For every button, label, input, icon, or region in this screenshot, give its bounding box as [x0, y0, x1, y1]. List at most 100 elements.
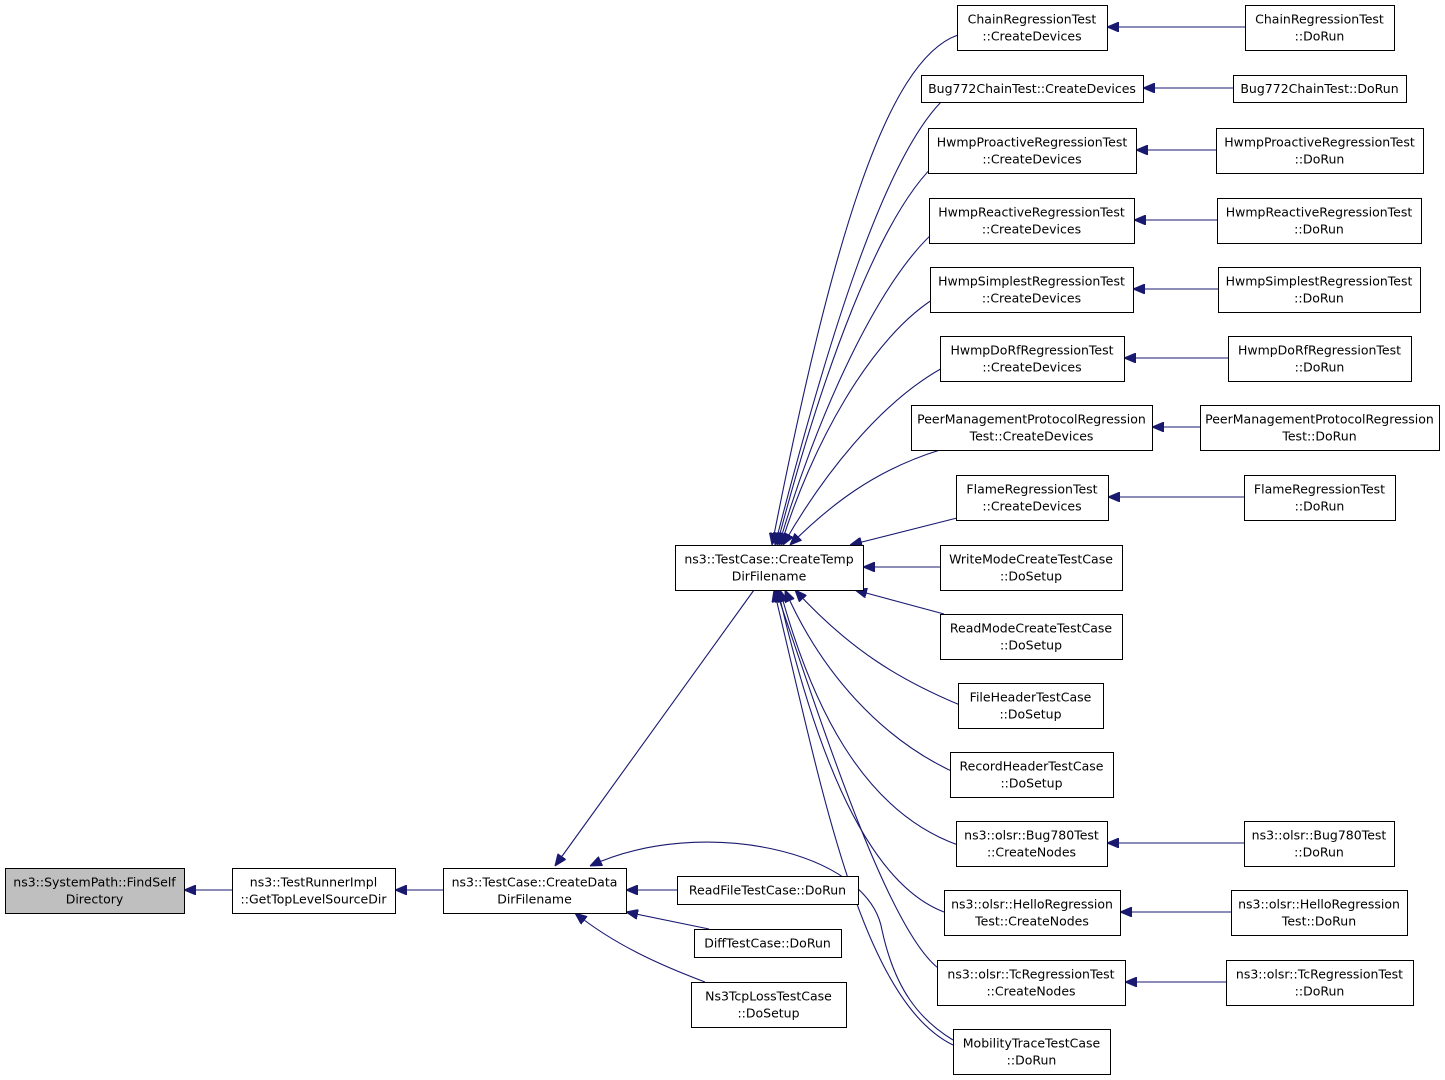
node-fileheader[interactable]: FileHeaderTestCase::DoSetup — [958, 683, 1104, 729]
node-label-line: ns3::olsr::TcRegressionTest — [947, 967, 1114, 982]
node-label-line: ReadFileTestCase::DoRun — [689, 883, 846, 898]
edge-arrow — [776, 590, 939, 969]
node-box — [677, 876, 859, 905]
node-hwmpreact_cd[interactable]: HwmpReactiveRegressionTest::CreateDevice… — [929, 198, 1135, 244]
node-peer_run[interactable]: PeerManagementProtocolRegressionTest::Do… — [1200, 405, 1440, 451]
node-hwmpdorf_run[interactable]: HwmpDoRfRegressionTest::DoRun — [1228, 336, 1412, 382]
node-box — [944, 890, 1121, 936]
node-hwmpdorf_cd[interactable]: HwmpDoRfRegressionTest::CreateDevices — [940, 336, 1125, 382]
node-mobility[interactable]: MobilityTraceTestCase::DoRun — [953, 1029, 1111, 1075]
node-box — [1226, 960, 1414, 1006]
node-box — [928, 128, 1137, 174]
node-peer_cd[interactable]: PeerManagementProtocolRegressionTest::Cr… — [911, 405, 1153, 451]
node-label-line: ns3::TestRunnerImpl — [250, 875, 377, 890]
node-label-line: Bug772ChainTest::CreateDevices — [928, 81, 1136, 96]
node-tc_cn[interactable]: ns3::olsr::TcRegressionTest::CreateNodes — [937, 960, 1126, 1006]
edge-hwmpdorf_cd-to-createtemp — [783, 364, 949, 545]
node-box — [443, 868, 627, 914]
node-tc_run[interactable]: ns3::olsr::TcRegressionTest::DoRun — [1226, 960, 1414, 1006]
node-gettoplevel[interactable]: ns3::TestRunnerImpl::GetTopLevelSourceDi… — [232, 868, 396, 914]
node-label-line: FileHeaderTestCase — [970, 690, 1092, 705]
node-label-line: ::DoRun — [1294, 845, 1344, 860]
node-box — [1233, 75, 1407, 103]
edge-arrow — [781, 294, 941, 545]
node-hello_cn[interactable]: ns3::olsr::HelloRegressionTest::CreateNo… — [944, 890, 1121, 936]
edge-arrow — [785, 590, 961, 776]
edge-arrow — [795, 590, 961, 706]
node-hwmppro_run[interactable]: HwmpProactiveRegressionTest::DoRun — [1216, 128, 1424, 174]
node-hwmpsimp_cd[interactable]: HwmpSimplestRegressionTest::CreateDevice… — [930, 267, 1134, 313]
node-box — [691, 982, 847, 1028]
edge-diff-to-createdata — [626, 912, 710, 930]
node-box — [694, 929, 842, 958]
node-label-line: PeerManagementProtocolRegression — [917, 412, 1146, 427]
edge-bug780_cn-to-createtemp — [780, 590, 959, 846]
node-label-line: PeerManagementProtocolRegression — [1205, 412, 1434, 427]
node-bug780_run[interactable]: ns3::olsr::Bug780Test::DoRun — [1244, 821, 1395, 867]
edge-arrow — [777, 159, 941, 545]
node-box — [911, 405, 1153, 451]
node-label-line: ::CreateDevices — [982, 360, 1081, 375]
node-label-line: HwmpSimplestRegressionTest — [938, 274, 1125, 289]
node-label-line: ns3::olsr::HelloRegression — [1238, 897, 1400, 912]
edge-layer — [184, 27, 1245, 1046]
node-label-line: ::DoRun — [1295, 152, 1345, 167]
node-ns3tcp[interactable]: Ns3TcpLossTestCase::DoSetup — [691, 982, 847, 1028]
edge-mobility-to-createtemp — [774, 590, 954, 1046]
node-box — [5, 868, 185, 914]
node-label-line: HwmpProactiveRegressionTest — [1224, 135, 1415, 150]
node-writemode[interactable]: WriteModeCreateTestCase::DoSetup — [940, 545, 1123, 591]
node-bug772_run[interactable]: Bug772ChainTest::DoRun — [1233, 75, 1407, 103]
node-bug772_cd[interactable]: Bug772ChainTest::CreateDevices — [921, 75, 1144, 103]
node-chain_run[interactable]: ChainRegressionTest::DoRun — [1245, 5, 1395, 51]
edge-mobility-to-createdata — [590, 841, 954, 1041]
node-label-line: ::DoRun — [1295, 29, 1345, 44]
node-label-line: ::CreateDevices — [982, 291, 1081, 306]
node-label-line: HwmpDoRfRegressionTest — [1238, 343, 1401, 358]
node-chain_cd[interactable]: ChainRegressionTest::CreateDevices — [957, 5, 1108, 51]
node-box — [921, 75, 1144, 103]
node-hwmppro_cd[interactable]: HwmpProactiveRegressionTest::CreateDevic… — [928, 128, 1137, 174]
node-box — [940, 336, 1125, 382]
node-hwmpsimp_run[interactable]: HwmpSimplestRegressionTest::DoRun — [1218, 267, 1421, 313]
edge-tc_cn-to-createtemp — [776, 590, 939, 969]
node-box — [958, 683, 1104, 729]
node-box — [930, 267, 1134, 313]
node-box — [1216, 128, 1424, 174]
node-flame_cd[interactable]: FlameRegressionTest::CreateDevices — [956, 475, 1109, 521]
edge-fileheader-to-createtemp — [795, 590, 961, 706]
edge-arrow — [855, 590, 945, 615]
node-readfile[interactable]: ReadFileTestCase::DoRun — [677, 876, 859, 905]
node-bug780_cn[interactable]: ns3::olsr::Bug780Test::CreateNodes — [956, 821, 1108, 867]
node-label-line: FlameRegressionTest — [1254, 482, 1385, 497]
node-box — [940, 614, 1123, 660]
edge-arrow — [772, 34, 959, 545]
edge-arrow — [780, 590, 959, 846]
node-hwmpreact_run[interactable]: HwmpReactiveRegressionTest::DoRun — [1217, 198, 1422, 244]
node-flame_run[interactable]: FlameRegressionTest::DoRun — [1244, 475, 1396, 521]
node-label-line: ns3::TestCase::CreateData — [452, 875, 618, 890]
node-label-line: HwmpProactiveRegressionTest — [937, 135, 1128, 150]
node-box — [956, 821, 1108, 867]
node-label-line: ChainRegressionTest — [968, 12, 1097, 27]
node-box — [1218, 267, 1421, 313]
node-label-line: Test::CreateNodes — [974, 914, 1089, 929]
node-box — [1200, 405, 1440, 451]
node-diff[interactable]: DiffTestCase::DoRun — [694, 929, 842, 958]
node-label-line: ::CreateDevices — [982, 499, 1081, 514]
node-label-line: DirFilename — [732, 569, 807, 584]
node-label-line: Test::CreateDevices — [969, 429, 1094, 444]
node-label-line: ::DoRun — [1294, 222, 1344, 237]
edge-hello_cn-to-createtemp — [778, 590, 945, 913]
edge-arrow — [575, 913, 706, 983]
node-label-line: FlameRegressionTest — [966, 482, 1097, 497]
node-label-line: ::GetTopLevelSourceDir — [241, 892, 388, 907]
node-readmode[interactable]: ReadModeCreateTestCase::DoSetup — [940, 614, 1123, 660]
node-label-line: ::DoRun — [1294, 291, 1344, 306]
node-recordheader[interactable]: RecordHeaderTestCase::DoSetup — [950, 752, 1114, 798]
edge-hwmpreact_cd-to-createtemp — [779, 226, 941, 545]
